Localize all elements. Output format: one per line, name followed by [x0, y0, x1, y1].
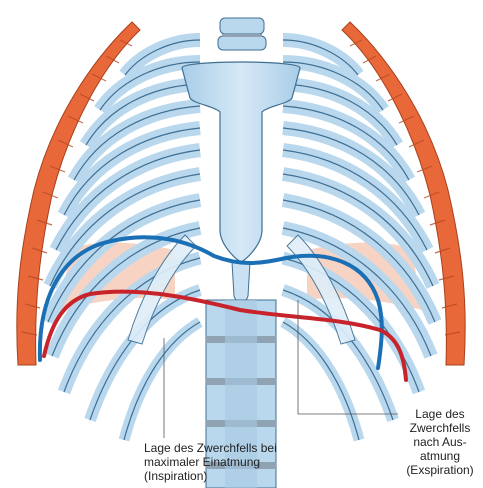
- inspiration-caption-line1: Lage des Zwerchfells bei: [144, 441, 277, 455]
- expiration-caption-line4: atmung: [400, 449, 480, 463]
- expiration-caption: Lage des Zwerchfells nach Aus- atmung (E…: [400, 407, 480, 477]
- sternum: [182, 62, 300, 302]
- expiration-caption-line1: Lage des: [400, 407, 480, 421]
- expiration-caption-line3: nach Aus-: [400, 435, 480, 449]
- expiration-caption-line2: Zwerchfells: [400, 421, 480, 435]
- upper-vertebrae: [218, 18, 266, 50]
- inspiration-caption-line2: maximaler Einatmung: [144, 455, 277, 469]
- inspiration-caption: Lage des Zwerchfells bei maximaler Einat…: [144, 441, 277, 483]
- expiration-caption-line5: (Exspiration): [400, 463, 480, 477]
- ribs-right: [283, 40, 435, 440]
- inspiration-caption-line3: (Inspiration): [144, 469, 277, 483]
